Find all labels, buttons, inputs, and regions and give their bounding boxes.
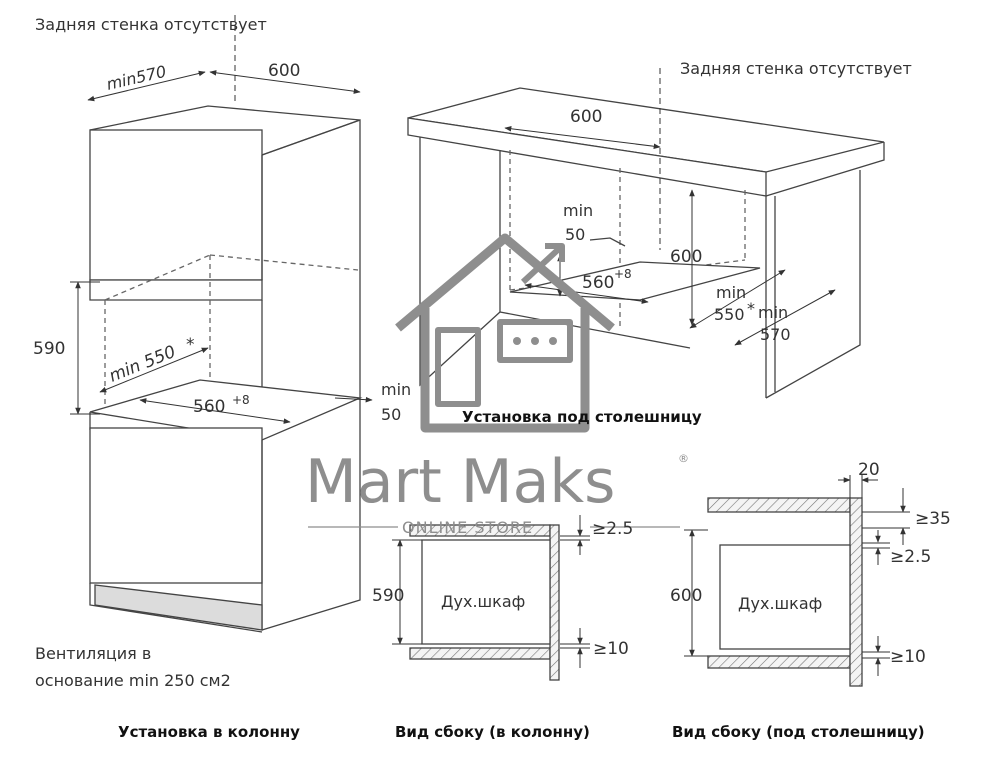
column-dim-height: 590 <box>33 339 65 359</box>
counter-dim-depth-550: 550 <box>714 305 745 324</box>
column-install-title: Установка в колонну <box>118 723 300 741</box>
side-view-column-drawing <box>409 524 560 681</box>
counter-dim-depth-570-min: min <box>758 303 788 322</box>
rear-wall-missing-left-label: Задняя стенка отсутствует <box>35 15 267 34</box>
watermark-registered: ® <box>678 452 689 465</box>
column-dim-star: * <box>186 335 195 355</box>
column-dim-opening-tol: +8 <box>232 393 250 407</box>
rear-wall-missing-right-label: Задняя стенка отсутствует <box>680 59 912 78</box>
column-install-dims <box>70 15 373 424</box>
side-column-box-label: Дух.шкаф <box>441 592 525 611</box>
column-dim-gap-min: min <box>381 380 411 399</box>
side-counter-dim-top-gap: ≥35 <box>915 509 951 529</box>
side-view-counter-title: Вид сбоку (под столешницу) <box>672 723 925 741</box>
side-view-column-dims <box>392 515 590 668</box>
counter-dim-star: * <box>747 299 755 318</box>
column-dim-gap-value: 50 <box>381 405 401 424</box>
side-column-dim-height: 590 <box>372 586 404 606</box>
watermark-logo <box>395 233 615 433</box>
side-counter-box-label: Дух.шкаф <box>738 594 822 613</box>
column-dim-depth-550: min 550 <box>106 342 178 387</box>
side-column-dim-bottom-gap: ≥10 <box>593 639 629 659</box>
side-counter-dim-bottom-gap: ≥10 <box>890 647 926 667</box>
side-counter-dim-side: 20 <box>858 460 880 480</box>
side-column-dim-top-gap: ≥2.5 <box>592 519 633 539</box>
watermark-logo-dots <box>513 337 557 345</box>
under-counter-title: Установка под столешницу <box>462 408 702 426</box>
counter-dim-depth-min: min <box>716 283 746 302</box>
ventilation-label-line1: Вентиляция в <box>35 644 151 663</box>
counter-dim-gap-min: min <box>563 201 593 220</box>
column-dim-width: 600 <box>268 61 300 81</box>
counter-dim-opening-width: 560 <box>582 273 614 293</box>
column-dim-depth-min: min570 <box>105 62 168 94</box>
side-view-counter-drawing <box>707 497 863 687</box>
side-counter-dim-height: 600 <box>670 586 702 606</box>
watermark-tagline: ONLINE STORE <box>402 518 533 537</box>
watermark-brand: Mart Maks <box>305 447 615 517</box>
counter-dim-depth-570: 570 <box>760 325 791 344</box>
column-dim-opening-width: 560 <box>193 397 225 417</box>
counter-dim-opening-tol: +8 <box>614 267 632 281</box>
under-counter-dims <box>504 68 836 346</box>
ventilation-label-line2: основание min 250 см2 <box>35 671 231 690</box>
counter-dim-height: 600 <box>670 247 702 267</box>
side-counter-dim-inner-gap: ≥2.5 <box>890 547 931 567</box>
side-view-counter-dims <box>684 475 910 676</box>
counter-dim-width: 600 <box>570 107 602 127</box>
column-install-drawing <box>89 105 363 633</box>
side-view-column-title: Вид сбоку (в колонну) <box>395 723 590 741</box>
counter-dim-gap-value: 50 <box>565 225 585 244</box>
